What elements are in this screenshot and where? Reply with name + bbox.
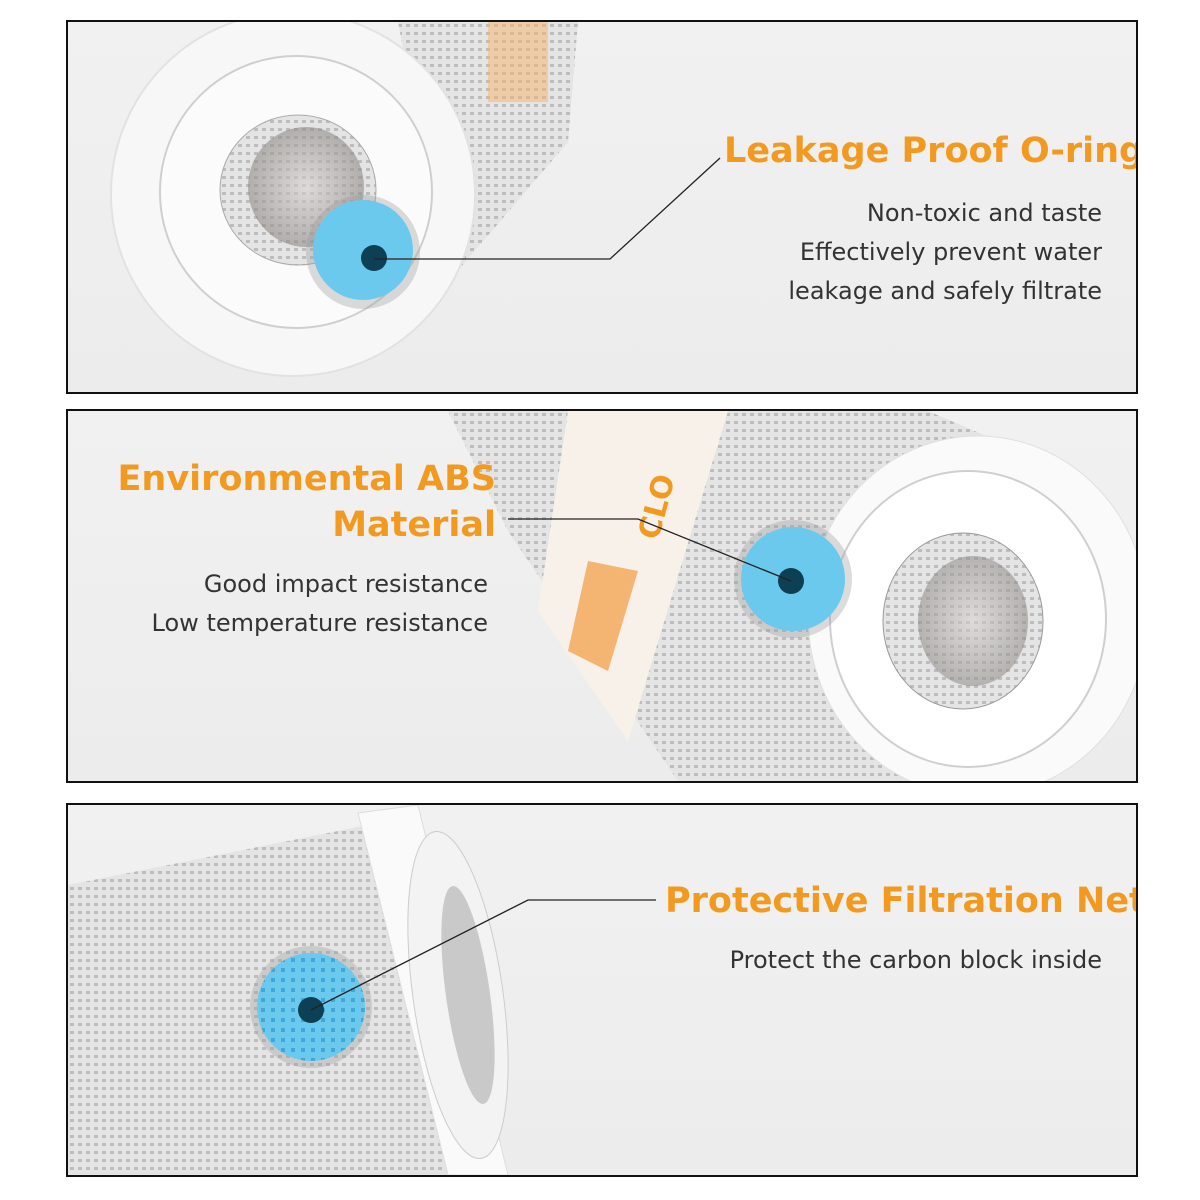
desc-line: Effectively prevent water [799,238,1102,266]
filter-side-illustration: CLO [448,411,1136,781]
filter-end-illustration [110,22,721,377]
desc-line: Protect the carbon block inside [729,946,1102,974]
feature-description: Non-toxic and taste Effectively prevent … [788,194,1102,311]
panel-oring: Leakage Proof O-ring Non-toxic and taste… [66,20,1138,394]
panel-abs: CLO Environmental ABS Material Good impa… [66,409,1138,783]
callout-line [508,518,792,582]
desc-line: Non-toxic and taste [866,199,1102,227]
callout-dot [361,245,387,271]
title-line: Environmental ABS [117,459,497,499]
desc-line: leakage and safely filtrate [788,277,1102,305]
panel-net: Protective Filtration Net Protect the ca… [66,803,1138,1177]
callout-line [310,899,656,1011]
feature-description: Good impact resistance Low temperature r… [152,565,488,643]
feature-title: Leakage Proof O-ring [724,131,1138,171]
filter-net-illustration [68,805,656,1175]
feature-description: Protect the carbon block inside [730,941,1102,980]
title-line: Material [332,505,496,545]
feature-title: Environmental ABS Material [118,456,497,548]
callout-line [374,157,721,260]
desc-line: Low temperature resistance [151,609,488,637]
highlight-circle [313,200,413,300]
feature-title: Protective Filtration Net [665,881,1138,921]
desc-line: Good impact resistance [203,570,488,598]
